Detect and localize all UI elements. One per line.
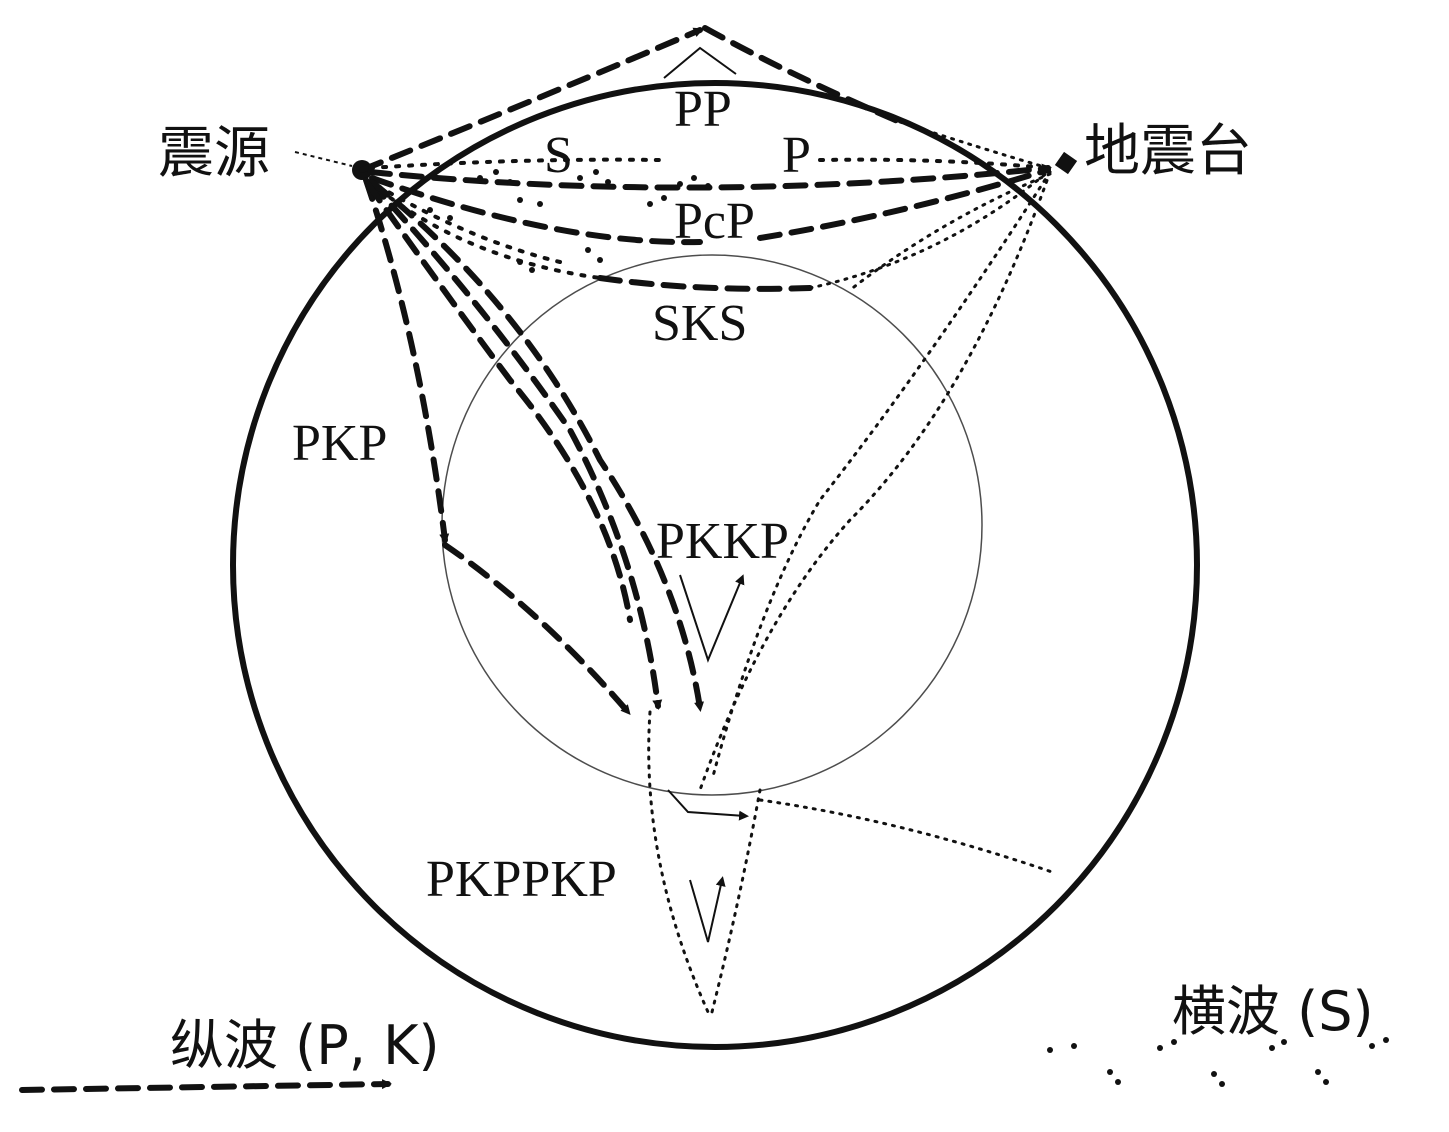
pkppkp-ray-right: [710, 788, 762, 1014]
source-label: 震源: [158, 121, 270, 186]
p-label: P: [782, 127, 811, 184]
p-ray: [818, 157, 1050, 170]
pkkp-label: PKKP: [656, 513, 789, 570]
legend-s-wave-ticks: [1047, 1037, 1389, 1087]
pkppkp-label: PKPPKP: [426, 851, 617, 908]
pkppkp-ray-left: [647, 710, 710, 1014]
pkppkp-inner-arrow: [667, 789, 749, 821]
pp-ray: [359, 27, 704, 173]
legend-p-wave-line: [19, 1079, 392, 1093]
pkppkp-reflection-arrow: [689, 876, 726, 943]
pcp-label: PcP: [674, 193, 755, 250]
station-ray-dotted-3: [848, 172, 1052, 292]
pkkp-ray-down-1: [367, 179, 663, 710]
pp-label: PP: [674, 81, 732, 138]
station-marker: [1054, 151, 1078, 175]
pp-ray-return-p: [702, 25, 903, 125]
legend-p-wave-text: 纵波 (P, K): [170, 1014, 440, 1077]
station-ray-dotted-2: [698, 170, 1052, 792]
pcp-ray-up: [757, 167, 1051, 241]
source-pointer: [294, 151, 353, 167]
legend-p-wave: 纵波 (P, K): [19, 1014, 440, 1093]
pkkp-ray-down-2: [369, 179, 705, 712]
s-wave-ticks-near-source: [427, 169, 711, 273]
pkkp-reflection-arrow: [679, 574, 745, 663]
earth-surface: [230, 80, 1200, 1050]
pkp-label: PKP: [292, 415, 387, 472]
pcp-ray-s: [376, 184, 562, 264]
pkppkp-ray-to-surface: [758, 798, 1054, 874]
pp-ray-return-s: [898, 120, 1050, 170]
station-label: 地震台: [1084, 119, 1252, 184]
sks-ray-k: [597, 275, 813, 292]
s-label: S: [544, 127, 573, 184]
pkp-ray-mantle: [363, 177, 450, 544]
pkp-ray-core: [442, 542, 631, 716]
legend-s-wave-text: 横波 (S): [1172, 980, 1374, 1043]
sks-label: SKS: [652, 295, 747, 352]
direct-p-ray: [367, 163, 1052, 191]
pkkp-ray-down-3: [365, 181, 633, 623]
station-ray-dotted-1: [710, 170, 1052, 782]
pcp-ray: [369, 175, 703, 246]
pp-reflection-chevron: [663, 46, 737, 79]
legend-s-wave: 横波 (S): [1047, 980, 1389, 1087]
s-ray: [368, 157, 662, 170]
